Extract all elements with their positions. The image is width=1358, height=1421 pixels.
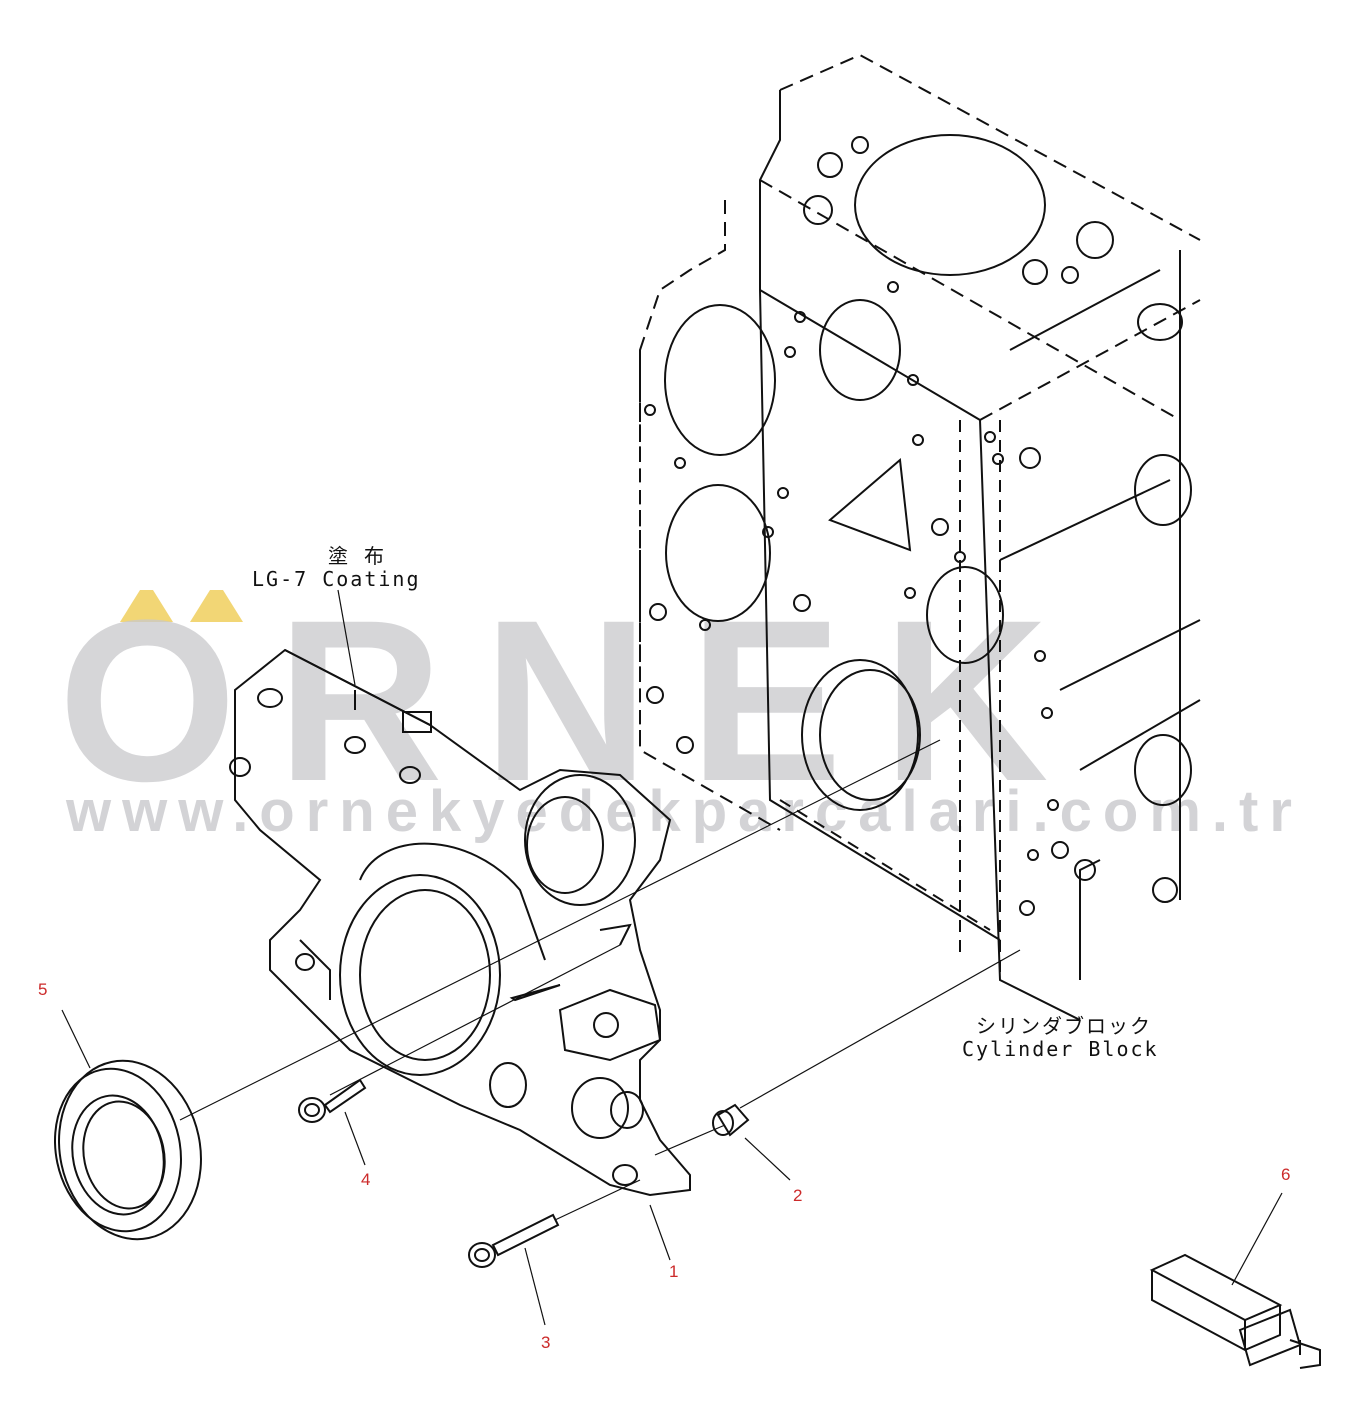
leader-5 <box>61 1009 91 1069</box>
centerline-dowel-2 <box>654 1124 726 1156</box>
callout-2[interactable]: 2 <box>793 1186 803 1205</box>
callout-5[interactable]: 5 <box>38 980 48 999</box>
leader-4 <box>344 1111 366 1166</box>
watermark-logo: ORNEK <box>58 590 1089 790</box>
watermark-brand: ORNEK <box>58 590 1089 790</box>
coating-label-jp: 塗 布 <box>328 544 387 568</box>
centerline-dowel <box>739 949 1021 1109</box>
gear-case-cover <box>229 648 691 1197</box>
callout-4[interactable]: 4 <box>361 1170 371 1189</box>
leader-coating <box>337 589 356 686</box>
bolt-short <box>298 1078 367 1123</box>
centerline-bolt-4 <box>329 944 621 1096</box>
watermark-url: www.ornekyedekparcalari.com.tr <box>66 779 1303 844</box>
coating-label-en: LG-7 Coating <box>252 567 421 591</box>
installer-tool <box>1149 1253 1321 1369</box>
block-label-en: Cylinder Block <box>962 1037 1159 1061</box>
cylinder-block <box>639 53 1201 1021</box>
callout-1[interactable]: 1 <box>669 1262 679 1281</box>
leader-6 <box>1231 1192 1283 1286</box>
centerline-bolt-3 <box>554 1179 641 1221</box>
callout-3[interactable]: 3 <box>541 1333 551 1352</box>
leader-2 <box>744 1137 791 1181</box>
dowel-pin <box>712 1103 750 1137</box>
leader-1 <box>649 1204 671 1261</box>
leader-3 <box>524 1247 546 1326</box>
callout-6[interactable]: 6 <box>1281 1165 1291 1184</box>
bolt-long <box>468 1213 560 1268</box>
block-label-jp: シリンダブロック <box>976 1014 1152 1038</box>
oil-seal <box>54 1059 202 1241</box>
centerline-seal <box>179 739 941 1121</box>
